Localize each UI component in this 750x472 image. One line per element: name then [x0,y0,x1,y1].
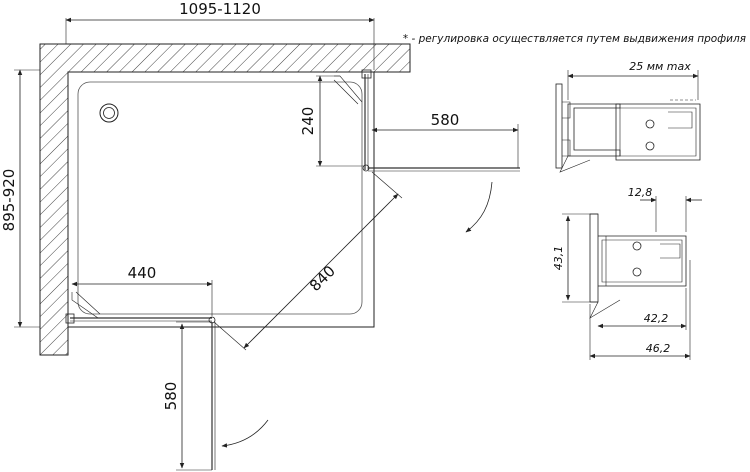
profile-width-c-label: 46,2 [646,342,671,355]
drain-icon [99,103,119,123]
adjustment-note: * - регулировка осуществляется путем выд… [403,33,746,45]
wall-hatching [39,43,411,356]
shower-tray [67,71,375,328]
dim-side-panel: 240 [299,75,364,167]
door-swing-arrow-right [465,181,493,233]
dim-door-right: 580 [371,111,519,168]
profile-width-a-label: 12,8 [628,186,653,199]
width-range-label: 1095-1120 [179,0,261,18]
profile-max-label: 25 мм max [629,60,691,73]
profile-detail-top: 25 мм max [555,60,701,173]
door-right-label: 580 [431,111,460,129]
dim-depth: 895-920 [0,69,40,328]
side-panel-label: 240 [299,107,317,136]
door-swing-arrow-bottom [221,419,269,448]
profile-detail-bottom: 12,8 43,1 42,2 46,2 [552,186,702,360]
diagonal-label: 840 [306,262,339,295]
glass-panels [65,69,520,470]
dim-front-fixed: 440 [71,264,213,316]
depth-range-label: 895-920 [0,169,18,232]
front-fixed-label: 440 [128,264,157,282]
profile-height-label: 43,1 [552,246,565,271]
door-bottom-label: 580 [162,382,180,411]
dim-door-bottom: 580 [162,321,212,471]
profile-width-b-label: 42,2 [644,312,669,325]
dim-width: 1095-1120 [65,0,375,70]
